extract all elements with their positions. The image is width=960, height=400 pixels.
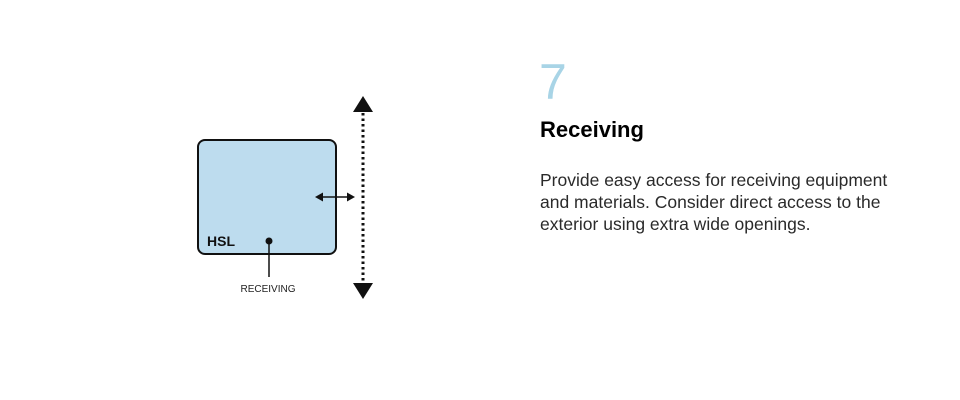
callout-label: RECEIVING: [240, 284, 295, 295]
access-arrow-left-head: [315, 192, 323, 202]
step-title: Receiving: [540, 117, 644, 142]
step-description: Provide easy access for receiving equipm…: [540, 170, 888, 234]
step-number: 7: [539, 54, 567, 110]
exterior-arrow-down-head: [353, 283, 373, 299]
exterior-arrow-up-head: [353, 96, 373, 112]
hsl-room-label: HSL: [207, 233, 235, 249]
receiving-diagram: HSL RECEIVING: [197, 96, 373, 299]
access-arrow-right-head: [347, 192, 355, 202]
